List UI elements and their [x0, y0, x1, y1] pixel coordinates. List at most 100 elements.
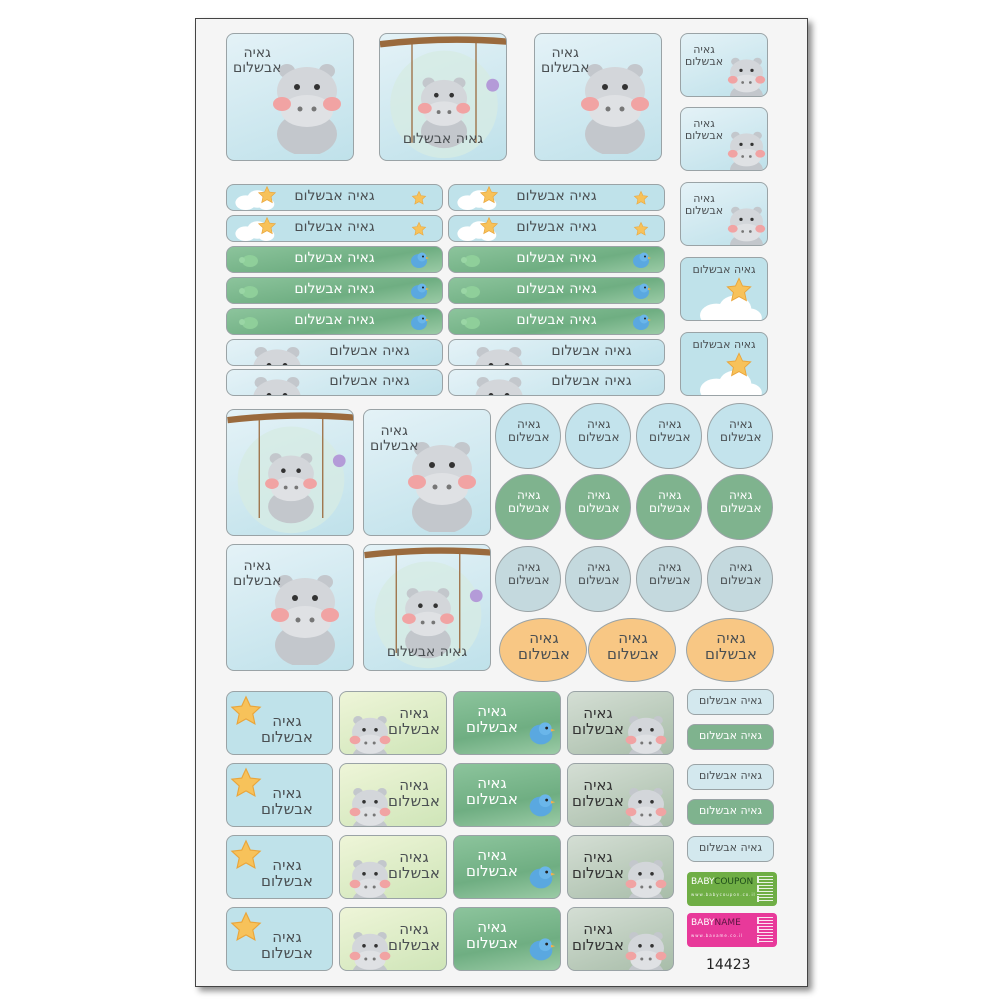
first-name: גאיה — [583, 704, 613, 722]
first-name: גאיה — [583, 848, 613, 866]
name-text: גאיה אבשלום — [386, 644, 468, 660]
brand-b: NAME — [714, 918, 741, 928]
last-name: אבשלום — [685, 203, 724, 217]
square-sticker-swing: גאיה אבשלום — [363, 544, 491, 671]
name-text: גאיה אבשלום — [698, 769, 763, 782]
first-name: גאיה — [618, 629, 648, 647]
last-name: אבשלום — [607, 644, 659, 663]
name-text: גאיה אבשלום — [294, 312, 375, 328]
hippo-icon — [727, 131, 766, 170]
star-icon — [479, 185, 499, 204]
star-icon — [633, 221, 649, 236]
last-name: אבשלום — [261, 727, 313, 746]
first-name: גאיה — [243, 558, 271, 574]
last-name: אבשלום — [649, 572, 691, 587]
last-name: אבשלום — [572, 719, 624, 738]
name-strip-bird: גאיה אבשלום — [226, 277, 443, 304]
bird-icon — [633, 314, 651, 330]
name-text: גאיה אבשלום — [692, 263, 756, 276]
last-name: אבשלום — [508, 572, 550, 587]
name-text: גאיה אבשלום — [698, 729, 763, 742]
last-name: אבשלום — [388, 935, 440, 954]
hippo-icon — [727, 57, 766, 96]
name-strip-hippo: גאיה אבשלום — [448, 369, 665, 396]
hippo-icon — [475, 347, 523, 365]
first-name: גאיה — [587, 560, 611, 574]
last-name: אבשלום — [388, 863, 440, 882]
last-name: אבשלום — [720, 429, 762, 444]
name-strip-bird: גאיה אבשלום — [226, 246, 443, 273]
turtle-icon — [239, 286, 258, 298]
name-text: גאיה אבשלום — [698, 841, 763, 854]
first-name: גאיה — [399, 920, 429, 938]
last-name: אבשלום — [578, 572, 620, 587]
last-name: אבשלום — [466, 789, 518, 808]
last-name: אבשלום — [508, 500, 550, 515]
last-name: אבשלום — [572, 791, 624, 810]
star-icon — [230, 839, 262, 869]
turtle-icon — [239, 317, 258, 329]
mini-name-strip: גאיה אבשלום — [687, 799, 774, 825]
first-name: גאיה — [658, 417, 682, 431]
last-name: אבשלום — [572, 935, 624, 954]
first-name: גאיה — [693, 43, 715, 56]
star-icon — [411, 190, 427, 205]
star-icon — [726, 352, 752, 377]
bird-icon — [529, 794, 556, 817]
name-text: גאיה אבשלום — [516, 250, 597, 266]
name-strip-hippo: גאיה אבשלום — [226, 369, 443, 396]
star-icon — [411, 221, 427, 236]
name-strip-bird: גאיה אבשלום — [448, 308, 665, 335]
first-name: גאיה — [693, 192, 715, 205]
first-name: גאיה — [529, 629, 559, 647]
sheet-number: 14423 — [706, 957, 751, 973]
hippo-icon — [475, 377, 523, 395]
last-name: אבשלום — [388, 791, 440, 810]
square-sticker-swing — [226, 409, 354, 536]
hippo-icon — [349, 932, 391, 970]
first-name: גאיה — [477, 918, 507, 936]
last-name: אבשלום — [388, 719, 440, 738]
first-name: גאיה — [243, 45, 271, 61]
first-name: גאיה — [399, 776, 429, 794]
coupon-url: www.babycoupon.co.il — [691, 892, 756, 897]
first-name: גאיה — [272, 784, 302, 802]
name-text: גאיה אבשלום — [698, 804, 763, 817]
first-name: גאיה — [551, 45, 579, 61]
barcode-icon — [757, 876, 773, 902]
first-name: גאיה — [587, 417, 611, 431]
name-strip-bird: גאיה אבשלום — [226, 308, 443, 335]
first-name: גאיה — [587, 488, 611, 502]
turtle-icon — [461, 317, 480, 329]
square-sticker-swing: גאיה אבשלום — [379, 33, 507, 161]
